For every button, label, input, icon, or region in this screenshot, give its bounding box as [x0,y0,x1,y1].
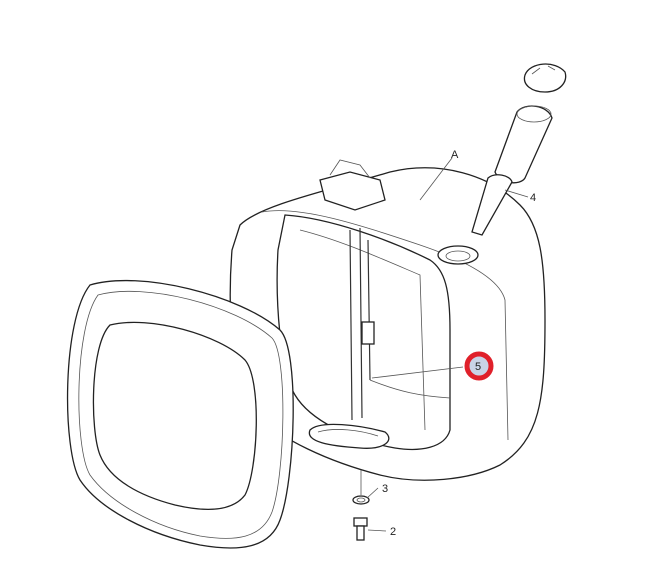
access-cover [66,279,294,549]
callout-2: 2 [390,526,396,538]
callout-5: 5 [475,361,481,373]
callout-A: A [451,149,459,161]
callout-4: 4 [530,192,536,204]
fuel-pump-sender [308,159,390,449]
drain-plug [352,470,370,541]
callout-3: 3 [382,483,388,495]
filler-neck [471,63,567,236]
callout-5-highlight[interactable]: 5 [464,351,494,381]
